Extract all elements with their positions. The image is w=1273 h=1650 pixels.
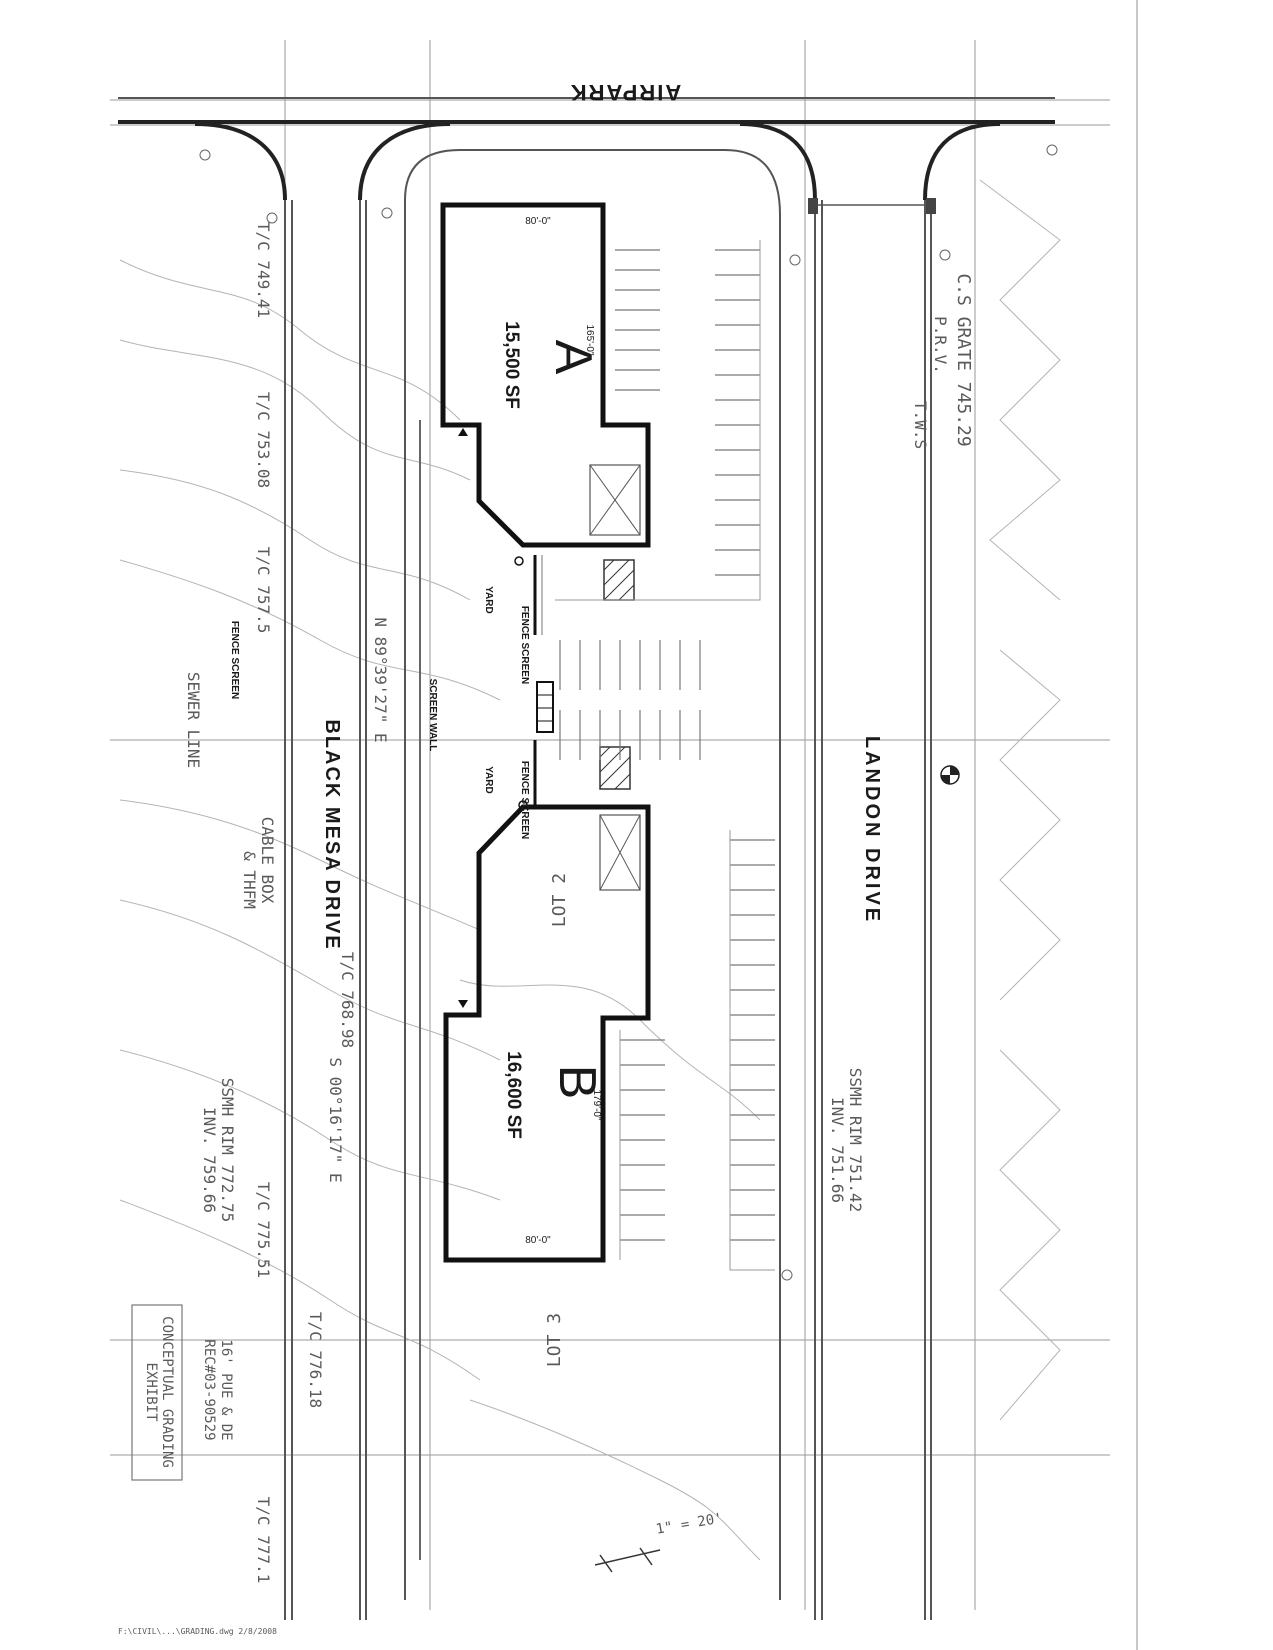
ssmh-inv-note: INV. 759.66 xyxy=(200,1107,219,1213)
airpark-street-label: AIRPARK xyxy=(569,80,682,105)
fence-screen-north xyxy=(533,555,543,635)
utility-marker xyxy=(926,198,936,214)
utility-marker xyxy=(808,198,818,214)
building-b-outline xyxy=(443,804,651,1263)
black-mesa-road xyxy=(284,200,367,1620)
file-path-footer: F:\CIVIL\...\GRADING.dwg 2/8/2008 xyxy=(118,1627,277,1636)
building-a-dock-box xyxy=(589,464,641,536)
lot-3-label: LOT 3 xyxy=(544,1313,565,1367)
ssmh-top-note: SSMH RIM 772.75 xyxy=(218,1078,237,1223)
building-b-dock-box xyxy=(599,814,641,891)
fence-screen-label-west: FENCE SCREEN xyxy=(229,621,240,699)
building-a-length-dim: 165'-0" xyxy=(584,324,595,355)
scale-label: 1" = 20' xyxy=(655,1510,724,1537)
parking-stalls-north xyxy=(555,240,761,601)
building-b-area: 16,600 SF xyxy=(503,1051,524,1139)
manhole-markers xyxy=(199,144,1058,1281)
conceptual-grading-title: CONCEPTUAL GRADING xyxy=(159,1316,175,1468)
building-a-area: 15,500 SF xyxy=(501,321,522,409)
bearing-note-1: N 89°39'27" E xyxy=(371,617,390,742)
landon-road xyxy=(814,200,932,1620)
tc-note-4: T/C 768.98 xyxy=(338,952,357,1048)
parking-stalls-middle xyxy=(559,640,701,760)
post-marker xyxy=(518,800,528,810)
ssmh-right-inv-note: INV. 751.66 xyxy=(828,1097,847,1203)
yard-hatch-north xyxy=(603,559,635,601)
tc-note-6: T/C 776.18 xyxy=(306,1312,325,1408)
yard-hatch-south xyxy=(599,746,631,790)
building-b-letter: B xyxy=(548,1065,606,1100)
lot-2-label: LOT 2 xyxy=(549,873,570,927)
tc-note-5: T/C 775.51 xyxy=(254,1182,273,1278)
conceptual-grading-box xyxy=(131,1304,183,1481)
building-a-letter: A xyxy=(544,340,602,375)
screen-wall-label: SCREEN WALL xyxy=(427,679,438,752)
scale-bar xyxy=(594,1547,661,1573)
prv-note: P.R.V. xyxy=(931,316,950,374)
bearing-note-2: S 00°16'17" E xyxy=(326,1057,345,1182)
topographic-contours xyxy=(119,179,1061,1561)
yard-label-south: YARD xyxy=(483,766,494,793)
tc-note-1: T/C 749.41 xyxy=(254,222,273,318)
site-curb xyxy=(404,149,781,1600)
yard-label-north: YARD xyxy=(483,586,494,613)
ssmh-right-note: SSMH RIM 751.42 xyxy=(846,1068,865,1213)
sewer-line-note: SEWER LINE xyxy=(184,672,203,768)
building-b-length-dim: 179'-0" xyxy=(591,1089,602,1120)
parking-stalls-south xyxy=(619,830,775,1271)
cs-grate-note: C.S GRATE 745.29 xyxy=(953,273,974,446)
thfm-note: & THFM xyxy=(240,851,259,909)
survey-monument-icon xyxy=(940,765,960,785)
post-marker xyxy=(514,556,524,566)
building-b-entry-marker xyxy=(458,1000,468,1008)
building-a-outline xyxy=(440,202,651,548)
fence-screen-middle xyxy=(536,681,554,733)
easement-note: 16' PUE & DE xyxy=(218,1339,234,1440)
fence-screen-label-north: FENCE SCREEN xyxy=(519,606,530,684)
building-a-width-dim: 80'-0" xyxy=(525,216,551,227)
airpark-road xyxy=(118,97,1055,201)
rec-note: REC#03-90529 xyxy=(201,1339,217,1440)
cable-box-note: CABLE BOX xyxy=(258,817,277,904)
landon-street-label: LANDON DRIVE xyxy=(861,736,883,924)
tc-note-3: T/C 757.5 xyxy=(254,547,273,634)
conceptual-grading-subtitle: EXHIBIT xyxy=(143,1362,159,1422)
tc-note-7: T/C 777.1 xyxy=(254,1497,273,1584)
building-b-width-dim: 80'-0" xyxy=(525,1235,551,1246)
building-a-entry-marker xyxy=(458,428,468,436)
fence-screen-label-south: FENCE SCREEN xyxy=(519,761,530,839)
black-mesa-street-label: BLACK MESA DRIVE xyxy=(321,719,343,950)
tw-note: T.W.S xyxy=(911,401,930,449)
tc-note-2: T/C 753.08 xyxy=(254,392,273,488)
